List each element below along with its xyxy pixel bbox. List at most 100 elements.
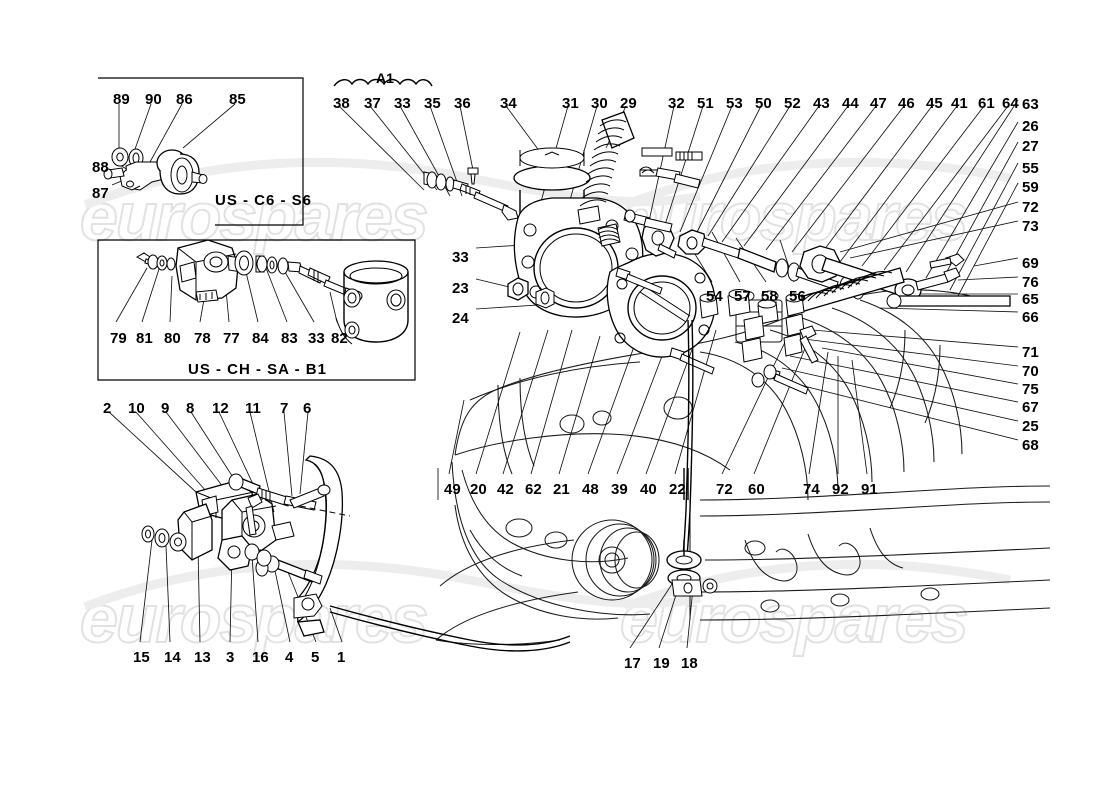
callout-4: 4 [285,649,294,666]
callout-12: 12 [212,400,229,417]
callout-91: 91 [861,481,878,498]
callout-30: 30 [591,95,608,112]
callout-50: 50 [755,95,772,112]
callout-64: 64 [1002,95,1019,112]
callout-18: 18 [681,655,698,672]
callout-66: 66 [1022,309,1039,326]
callout-44: 44 [842,95,859,112]
callout-27: 27 [1022,138,1039,155]
callout-67: 67 [1022,399,1039,416]
callout-29: 29 [620,95,637,112]
callout-41: 41 [951,95,968,112]
callout-90: 90 [145,91,162,108]
callout-19: 19 [653,655,670,672]
callout-70: 70 [1022,363,1039,380]
callout-87: 87 [92,185,109,202]
callout-25: 25 [1022,418,1039,435]
group-label-a1: A1 [376,70,394,86]
callout-71: 71 [1022,344,1039,361]
callout-77: 77 [223,330,240,347]
callout-86: 86 [176,91,193,108]
callout-11: 11 [245,400,261,417]
callout-35: 35 [424,95,441,112]
callout-76: 76 [1022,274,1039,291]
callout-63: 63 [1022,96,1039,113]
callout-33-left: 33 [452,249,469,266]
callout-42: 42 [497,481,514,498]
callout-74: 74 [803,481,820,498]
inset-caption-us-ch-sa-b1: US - CH - SA - B1 [188,361,327,378]
callout-32: 32 [668,95,685,112]
callout-36: 36 [454,95,471,112]
callout-57: 57 [734,288,751,305]
callout-33-top: 33 [394,95,411,112]
callout-24: 24 [452,310,469,327]
callout-48: 48 [582,481,599,498]
callout-84: 84 [252,330,269,347]
callout-89: 89 [113,91,130,108]
callout-1: 1 [337,649,346,666]
inset-caption-us-c6-s6: US - C6 - S6 [215,192,313,209]
callout-69: 69 [1022,255,1039,272]
callout-9: 9 [161,400,170,417]
callout-65: 65 [1022,291,1039,308]
callout-73: 73 [1022,218,1039,235]
callout-16: 16 [252,649,269,666]
callout-37: 37 [364,95,381,112]
callout-7: 7 [280,400,289,417]
callout-92: 92 [832,481,849,498]
callout-22: 22 [669,481,686,498]
callout-17: 17 [624,655,641,672]
callout-59: 59 [1022,179,1039,196]
callout-72-right: 72 [1022,199,1039,216]
callout-58: 58 [761,288,778,305]
callout-80: 80 [164,330,181,347]
callout-68: 68 [1022,437,1039,454]
callout-8: 8 [186,400,195,417]
callout-15: 15 [133,649,150,666]
callout-39: 39 [611,481,628,498]
callout-81: 81 [136,330,153,347]
callout-62: 62 [525,481,542,498]
callout-23: 23 [452,280,469,297]
callout-13: 13 [194,649,211,666]
callout-3: 3 [226,649,235,666]
callout-21: 21 [553,481,570,498]
callout-52: 52 [784,95,801,112]
callout-2: 2 [103,400,112,417]
callout-75: 75 [1022,381,1039,398]
callout-51: 51 [697,95,714,112]
callout-47: 47 [870,95,887,112]
callout-49: 49 [444,481,461,498]
callout-38: 38 [333,95,350,112]
callout-6: 6 [303,400,312,417]
callout-55: 55 [1022,160,1039,177]
callout-54: 54 [706,288,723,305]
callout-46: 46 [898,95,915,112]
callout-56: 56 [789,288,806,305]
callout-31: 31 [562,95,579,112]
callout-83: 83 [281,330,298,347]
callout-53: 53 [726,95,743,112]
callout-72-bottom: 72 [716,481,733,498]
callout-20: 20 [470,481,487,498]
callout-5: 5 [311,649,320,666]
callout-14: 14 [164,649,181,666]
callout-88: 88 [92,159,109,176]
callout-60: 60 [748,481,765,498]
callout-33-inset: 33 [308,330,325,347]
callout-85: 85 [229,91,246,108]
callout-78: 78 [194,330,211,347]
callout-61: 61 [978,95,995,112]
callout-26: 26 [1022,118,1039,135]
callout-79: 79 [110,330,127,347]
callout-45: 45 [926,95,943,112]
callout-10: 10 [128,400,145,417]
